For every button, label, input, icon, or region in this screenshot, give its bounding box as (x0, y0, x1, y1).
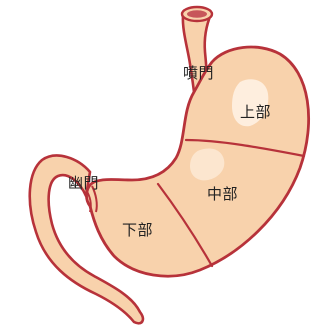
label-pylorus: 幽門 (68, 176, 99, 191)
label-upper: 上部 (240, 105, 271, 120)
esophagus-lumen (187, 10, 207, 18)
label-lower: 下部 (122, 223, 153, 238)
label-cardia: 噴門 (183, 66, 214, 81)
label-middle: 中部 (207, 187, 238, 202)
